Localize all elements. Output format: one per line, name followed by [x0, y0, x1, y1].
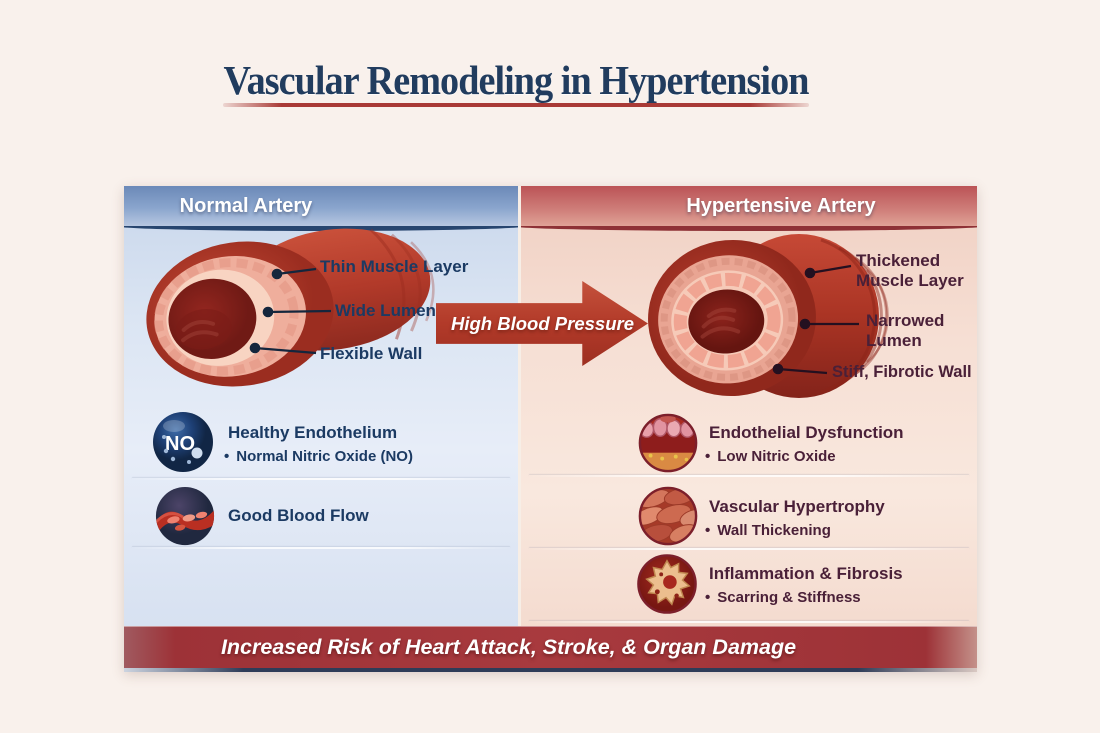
item-title: Healthy Endothelium — [228, 423, 398, 442]
muscle-cells-icon — [638, 486, 698, 546]
nitric-oxide-molecule-icon: NO — [153, 412, 213, 472]
label-stiff-fibrotic-wall: Stiff, Fibrotic Wall — [832, 363, 972, 381]
risk-banner-text: Increased Risk of Heart Attack, Stroke, … — [220, 635, 797, 659]
hypertensive-artery-header: Hypertensive Artery — [521, 186, 977, 226]
banner-bottom-edge — [124, 668, 977, 672]
row-divider — [529, 548, 969, 550]
label-thickened-muscle-layer: Thickened Muscle Layer — [856, 251, 964, 291]
label-flexible-wall: Flexible Wall — [320, 344, 423, 363]
bullet-dot: • — [224, 448, 230, 465]
artery-tube — [235, 228, 435, 351]
item-bullet: •Scarring & Stiffness — [705, 589, 861, 606]
hypertensive-artery-panel: Hypertensive Artery — [521, 186, 977, 626]
label-narrowed-lumen: Narrowed Lumen — [866, 311, 945, 351]
header-swoosh — [124, 226, 518, 231]
risk-banner: Increased Risk of Heart Attack, Stroke, … — [124, 626, 977, 668]
normal-artery-header: Normal Artery — [124, 186, 518, 226]
inflammatory-cell-icon — [637, 554, 697, 614]
item-bullet: •Wall Thickening — [705, 522, 831, 539]
panel-divider — [518, 186, 521, 626]
leader-lines — [249, 267, 332, 355]
item-title: Good Blood Flow — [228, 506, 369, 525]
header-swoosh — [521, 226, 977, 231]
bullet-dot: • — [705, 522, 711, 539]
item-bullet: •Normal Nitric Oxide (NO) — [224, 448, 413, 465]
arrow-label: High Blood Pressure — [451, 312, 634, 334]
title-underline — [223, 103, 809, 107]
bullet-dot: • — [705, 448, 711, 465]
item-title: Inflammation & Fibrosis — [709, 564, 903, 583]
blood-flow-icon — [155, 486, 215, 546]
item-title: Endothelial Dysfunction — [709, 423, 904, 442]
row-divider — [529, 475, 969, 477]
leader-lines — [772, 264, 859, 375]
comparison-panel: Normal Artery — [124, 186, 977, 672]
bullet-dot: • — [705, 589, 711, 606]
no-label: NO — [165, 433, 195, 455]
artery-face — [146, 241, 334, 387]
item-bullet: •Low Nitric Oxide — [705, 448, 836, 465]
item-title: Vascular Hypertrophy — [709, 497, 885, 516]
page-title: Vascular Remodeling in Hypertension — [223, 57, 810, 103]
label-thin-muscle-layer: Thin Muscle Layer — [320, 257, 469, 276]
row-divider — [132, 478, 510, 480]
endothelium-dysfunction-icon — [638, 413, 698, 473]
normal-artery-panel: Normal Artery — [124, 186, 518, 626]
artery-face — [648, 239, 816, 397]
row-divider — [529, 621, 969, 623]
label-wide-lumen: Wide Lumen — [335, 301, 436, 320]
row-divider — [132, 547, 510, 549]
